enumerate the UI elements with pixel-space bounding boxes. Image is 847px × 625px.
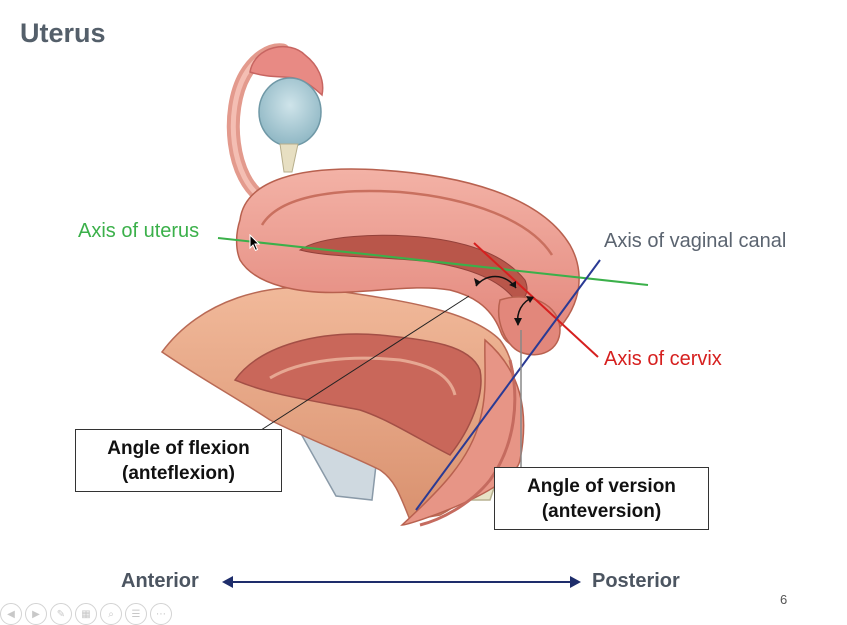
vaginal-wall (400, 338, 525, 526)
posterior-label: Posterior (592, 570, 680, 592)
angle-of-flexion-box: Angle of flexion (anteflexion) (75, 429, 282, 492)
axis-cervix-line (473, 242, 599, 358)
axis-cervix-label: Axis of cervix (604, 348, 722, 370)
arrow-head-right (570, 576, 581, 588)
arrow-head-left (222, 576, 233, 588)
page-number: 6 (780, 592, 788, 607)
mouse-cursor-icon (249, 234, 261, 252)
more-icon[interactable]: ⋯ (150, 603, 172, 625)
ovary-shape (258, 77, 322, 147)
flexion-subtitle: (anteflexion) (122, 462, 235, 484)
axis-vaginal-line (415, 259, 601, 511)
version-subtitle: (anteversion) (541, 500, 662, 522)
fimbriae-shape (249, 45, 324, 97)
axis-vaginal-canal-label: Axis of vaginal canal (604, 230, 787, 252)
pen-icon[interactable]: ✎ (50, 603, 72, 625)
play-icon[interactable]: ▶ (25, 603, 47, 625)
axis-uterus-label: Axis of uterus (78, 220, 200, 242)
prev-icon[interactable]: ◀ (0, 603, 22, 625)
slide-title: Uterus (20, 18, 106, 48)
uterine-cavity (298, 234, 528, 301)
anterior-label: Anterior (121, 570, 199, 592)
angle-of-version-box: Angle of version (anteversion) (494, 467, 709, 530)
slides-icon[interactable]: ▦ (75, 603, 97, 625)
flexion-title: Angle of flexion (107, 437, 250, 459)
flexion-pointer-line (257, 295, 470, 433)
menu-icon[interactable]: ☰ (125, 603, 147, 625)
axis-uterus-line (217, 237, 649, 286)
ovarian-ligament (279, 143, 299, 173)
zoom-icon[interactable]: ⌕ (100, 603, 122, 625)
slideshow-toolbar: ◀ ▶ ✎ ▦ ⌕ ☰ ⋯ (0, 603, 172, 625)
version-title: Angle of version (527, 475, 676, 497)
